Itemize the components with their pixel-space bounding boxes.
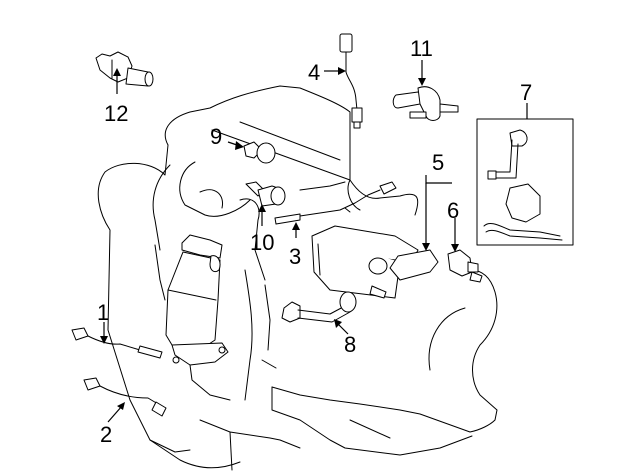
part-oxygen-sensor-lower xyxy=(71,327,163,359)
callout-8: 8 xyxy=(344,332,356,357)
callout-10: 10 xyxy=(250,230,274,255)
part-kit-box xyxy=(476,118,574,246)
callout-7: 7 xyxy=(520,80,532,105)
part-temperature-sensor xyxy=(243,141,276,164)
transmission-housing xyxy=(261,269,498,456)
callout-11: 11 xyxy=(410,36,433,61)
callout-4: 4 xyxy=(308,60,320,85)
part-oxygen-sensor-rear xyxy=(83,377,167,417)
callout-arrows xyxy=(100,60,528,423)
callout-3: 3 xyxy=(289,244,301,269)
callout-5: 5 xyxy=(432,150,444,175)
part-vacuum-switching-valve xyxy=(447,249,483,283)
part-knock-sensor xyxy=(245,181,286,207)
part-oxygen-sensor-front xyxy=(339,33,363,129)
callout-6: 6 xyxy=(447,198,459,223)
catalytic-converter xyxy=(165,234,231,401)
part-vapor-canister xyxy=(311,225,439,299)
part-oxygen-sensor-upper xyxy=(274,181,397,225)
callout-labels: 12 4 11 7 9 5 6 10 3 1 8 2 xyxy=(97,36,532,447)
engine-block xyxy=(97,85,419,471)
part-purge-valve xyxy=(392,86,459,121)
part-camshaft-position-sensor xyxy=(95,51,154,87)
callout-12: 12 xyxy=(104,101,128,126)
part-hose xyxy=(281,291,357,323)
callout-2: 2 xyxy=(100,422,112,447)
callout-1: 1 xyxy=(97,300,109,325)
callout-9: 9 xyxy=(210,124,222,149)
